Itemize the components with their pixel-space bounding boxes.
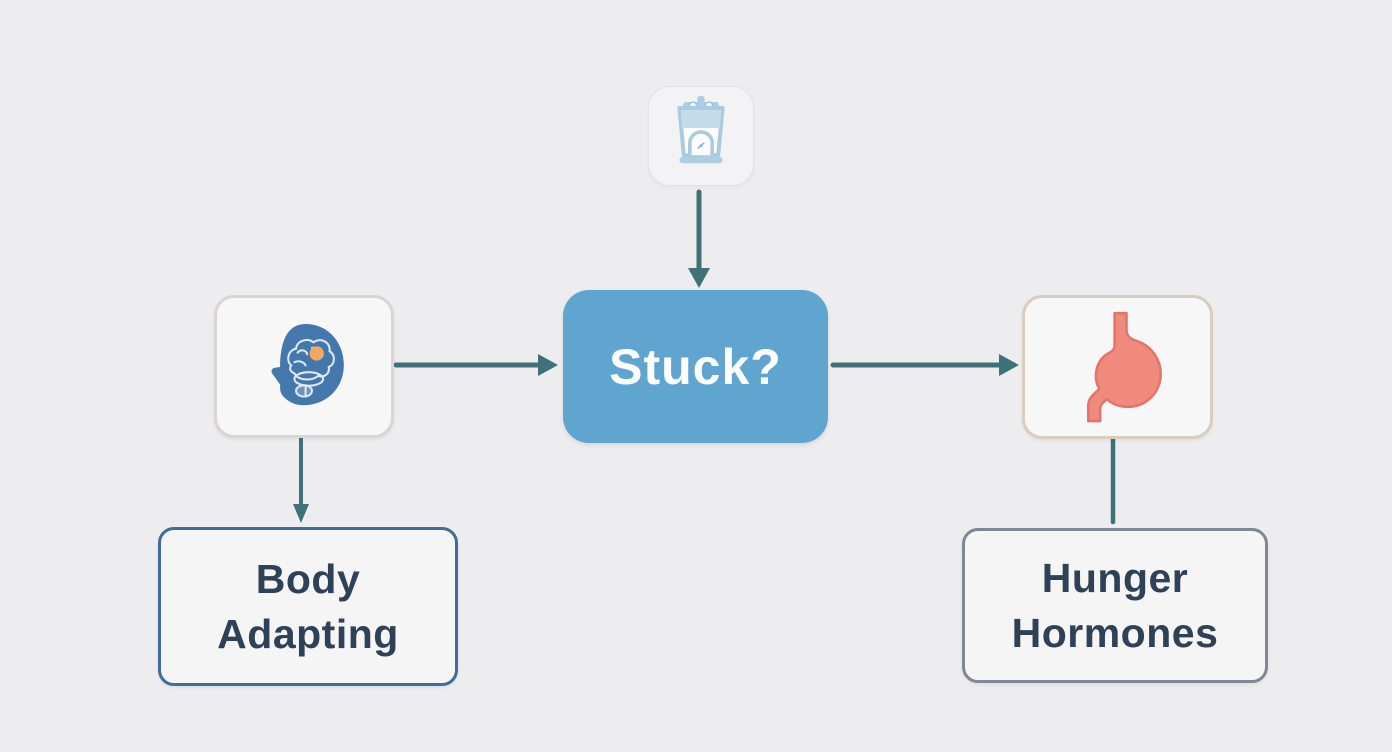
body-adapting-label: Body Adapting — [217, 556, 399, 657]
arrow-scale-to-stuck — [688, 189, 710, 288]
stuck-label: Stuck? — [609, 338, 782, 395]
weight-scale-tile — [648, 86, 754, 186]
brain-tile — [214, 295, 394, 438]
node-hunger-hormones: Hunger Hormones — [962, 528, 1268, 683]
weight-scale-icon — [677, 96, 725, 164]
node-stuck: Stuck? — [563, 290, 828, 443]
node-body-adapting: Body Adapting — [158, 527, 458, 686]
arrow-brain-to-stuck — [393, 354, 558, 376]
brain-head-icon — [271, 323, 344, 405]
arrow-stuck-to-stomach — [830, 354, 1019, 376]
arrow-brain-to-body-adapting — [293, 434, 309, 523]
stomach-icon — [1086, 311, 1162, 422]
stomach-tile — [1022, 295, 1213, 439]
hunger-hormones-label: Hunger Hormones — [1011, 555, 1219, 656]
